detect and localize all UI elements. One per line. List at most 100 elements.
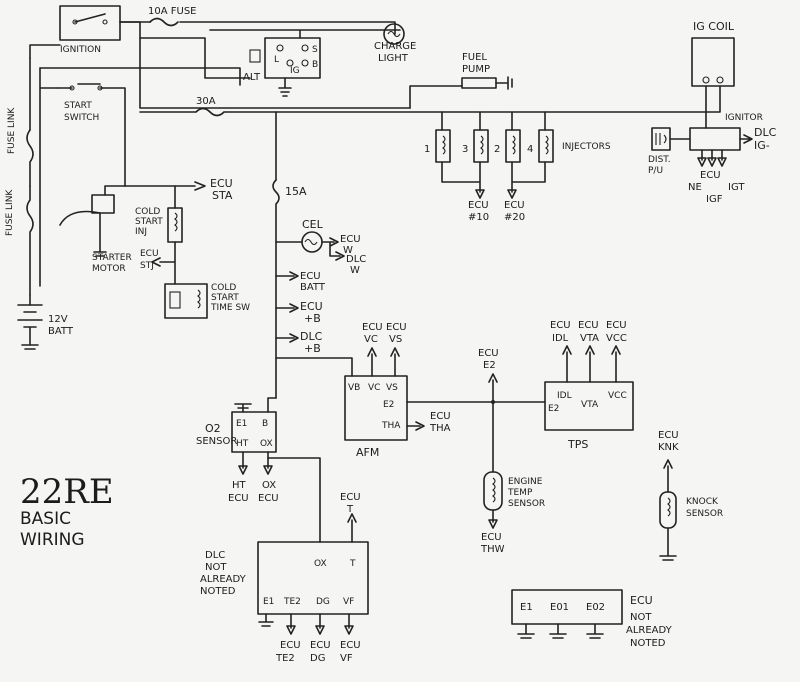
title-line-1: 22RE xyxy=(20,472,114,512)
ecu-note-2: NOT xyxy=(630,612,652,623)
dlc-vf-label-1: ECU xyxy=(340,640,361,651)
knock-sensor: ECU KNK KNOCK SENSOR xyxy=(658,430,723,561)
tps-ecu-idl-2: IDL xyxy=(552,333,569,344)
tps-ecu-vta-1: ECU xyxy=(578,320,599,331)
injector-1: 1 xyxy=(424,144,430,155)
o2-pin-e1: E1 xyxy=(236,419,247,429)
tps-ecu-vta-2: VTA xyxy=(580,333,599,344)
dist-pu-label-1: DIST. xyxy=(648,155,671,165)
ecu-e2: ECU E2 xyxy=(478,348,499,473)
alt-term-b: B xyxy=(312,60,318,70)
cold-start-sw-label-1: COLD xyxy=(211,283,236,293)
ecu-note-1: ECU xyxy=(630,594,653,607)
injectors-label: INJECTORS xyxy=(562,142,611,152)
fuse-30a: 30A xyxy=(139,85,721,181)
thw-sensor-label-1: ENGINE xyxy=(508,477,543,487)
ecu-vs-label-2: VS xyxy=(389,334,402,345)
charge-light: CHARGE LIGHT xyxy=(374,23,416,64)
ecu-batt-label-2: BATT xyxy=(300,282,326,293)
dlc-pin-dg: DG xyxy=(316,597,330,607)
ecu-tha-label-1: ECU xyxy=(430,411,451,422)
ignitor-ecu-label: ECU xyxy=(700,170,721,181)
cold-start-sw-label-3: TIME SW xyxy=(210,303,250,313)
ecu-note-4: NOTED xyxy=(630,638,666,649)
ecu-knk-label-1: ECU xyxy=(658,430,679,441)
dlc-w-label-1: DLC xyxy=(346,254,366,265)
fuse-link-2-label: FUSE LINK xyxy=(5,189,15,236)
ecu-ground-box: E1 E01 E02 ECU NOT ALREADY NOTED xyxy=(511,589,673,649)
dlc-ig-label-2: IG- xyxy=(754,139,770,152)
ecu-vc-label-1: ECU xyxy=(362,322,383,333)
cel-label: CEL xyxy=(302,218,324,231)
injectors: 1 3 2 4 INJECTORS ECU #10 ECU #20 xyxy=(424,111,611,223)
ignitor: IGNITOR DLC IG- DIST. P/U ECU NE IGT IGF xyxy=(648,113,777,205)
ecu-vc-label-2: VC xyxy=(364,334,378,345)
o2-ht-label-1: HT xyxy=(232,480,247,491)
dist-pu-label-2: P/U xyxy=(648,166,663,176)
battery-label-1: 12V xyxy=(48,314,68,325)
ecu-knk-label-2: KNK xyxy=(658,442,679,453)
tps-pin-vcc: VCC xyxy=(608,391,627,401)
tps-pin-vta: VTA xyxy=(581,400,599,410)
dlc-te2-label-2: TE2 xyxy=(275,653,295,664)
knock-sensor-label-1: KNOCK xyxy=(686,497,719,507)
ignition-label: IGNITION xyxy=(60,45,101,55)
o2-pin-ht: HT xyxy=(236,439,249,449)
title-line-2: BASIC xyxy=(20,509,71,529)
o2-pin-b: B xyxy=(262,419,268,429)
start-circuit: START SWITCH FUSE LINK FUSE LINK ECU STA… xyxy=(5,57,233,350)
dlc-note-2: NOT xyxy=(205,562,227,573)
ecu-stj-label-2: STJ xyxy=(140,261,154,271)
dlc-b-label-1: DLC xyxy=(300,330,323,343)
dlc-te2-label-1: ECU xyxy=(280,640,301,651)
ecu-w-label-1: ECU xyxy=(340,234,361,245)
dlc-w-label-2: W xyxy=(350,265,360,276)
ecu20-label-1: ECU xyxy=(504,200,525,211)
fuse-30a-label: 30A xyxy=(196,96,216,107)
ecu-thw-label-2: THW xyxy=(480,544,505,555)
o2-sensor: E1 B HT OX O2 SENSOR HT ECU OX ECU xyxy=(196,403,321,543)
fuel-pump: FUEL PUMP xyxy=(409,52,513,109)
ecu-thw-label-1: ECU xyxy=(481,532,502,543)
dlc-dg-label-1: ECU xyxy=(310,640,331,651)
ecu-b1-label-1: ECU xyxy=(300,300,323,313)
battery-label-2: BATT xyxy=(48,326,74,337)
dlc-pin-ox: OX xyxy=(314,559,327,569)
ignition-switch: IGNITION xyxy=(59,5,121,55)
dlc-note-4: NOTED xyxy=(200,586,236,597)
cold-start-inj-label-1: COLD xyxy=(135,207,160,217)
charge-light-label-2: LIGHT xyxy=(378,53,409,64)
ecu-e2-label-2: E2 xyxy=(483,360,496,371)
alt-term-s: S xyxy=(312,45,318,55)
thw-sensor-label-2: TEMP xyxy=(507,488,533,498)
dlc-ecu-t-label-2: T xyxy=(346,504,354,515)
tps-ecu-vcc-2: VCC xyxy=(606,333,627,344)
tps-pin-idl: IDL xyxy=(557,391,572,401)
ecu-w-label-2: W xyxy=(343,245,353,256)
tps-ecu-idl-1: ECU xyxy=(550,320,571,331)
dlc-pin-vf: VF xyxy=(343,597,354,607)
o2-ht-label-2: ECU xyxy=(228,493,249,504)
start-switch-label-2: SWITCH xyxy=(64,113,99,123)
ignitor-igt-label: IGT xyxy=(728,182,745,193)
dlc-ecu-t-label-1: ECU xyxy=(340,492,361,503)
ecu-vs-label-1: ECU xyxy=(386,322,407,333)
dlc-vf-label-2: VF xyxy=(340,653,353,664)
cold-start-inj-label-2: START xyxy=(135,217,163,227)
fuse-15a-label: 15A xyxy=(285,185,307,198)
afm-pin-tha: THA xyxy=(381,421,401,431)
starter-label-1: STARTER xyxy=(92,253,132,263)
dlc-box: OX T ECU T DLC NOT ALREADY NOTED E1 TE2 … xyxy=(200,492,369,664)
ig-coil-label: IG COIL xyxy=(693,20,735,33)
cold-start-circuit: COLD START INJ ECU STJ COLD START TIME S… xyxy=(135,185,250,319)
fuse-10a: 10A FUSE xyxy=(148,6,196,27)
o2-label-2: SENSOR xyxy=(196,436,237,447)
fuel-pump-label-1: FUEL xyxy=(462,52,487,63)
ignitor-igf-label: IGF xyxy=(706,194,723,205)
ig-coil: IG COIL xyxy=(691,20,735,129)
ecu-tha-label-2: THA xyxy=(429,423,451,434)
ecu20-label-2: #20 xyxy=(504,212,525,223)
afm-pin-vb: VB xyxy=(348,383,360,393)
afm-pin-vc: VC xyxy=(368,383,380,393)
